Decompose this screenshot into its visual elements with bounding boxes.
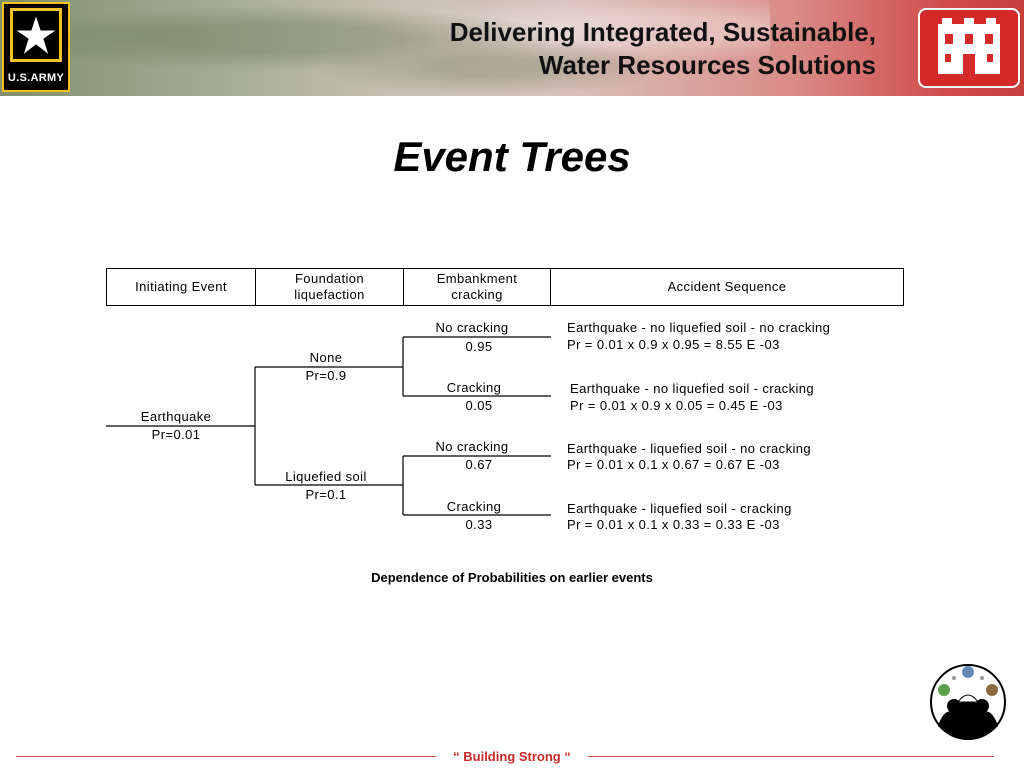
corps-community-logo: [930, 664, 1006, 740]
sequence-2-desc: Earthquake - no liquefied soil - crackin…: [570, 381, 815, 396]
star-icon: [13, 13, 59, 57]
initiating-event-name: Earthquake: [140, 409, 212, 424]
header-title-line1: Delivering Integrated, Sustainable,: [449, 17, 876, 47]
castle-icon: [938, 18, 1000, 74]
header-accident-sequence: Accident Sequence: [667, 279, 787, 294]
embankment-4-name: Cracking: [446, 499, 502, 514]
sequence-4-desc: Earthquake - liquefied soil - cracking: [567, 501, 792, 516]
header-embankment-line1: Embankment: [436, 271, 518, 286]
header-title: Delivering Integrated, Sustainable, Wate…: [356, 16, 876, 82]
initiating-event-prob: Pr=0.01: [151, 427, 201, 442]
foundation-liquefied-name: Liquefied soil: [285, 469, 367, 484]
army-logo-text: U.S.ARMY: [7, 72, 65, 84]
embankment-3-prob: 0.67: [465, 457, 493, 472]
us-army-logo: U.S.ARMY: [2, 2, 70, 92]
header-embankment-line2: cracking: [451, 287, 503, 302]
header-title-line2: Water Resources Solutions: [538, 50, 876, 80]
embankment-1-prob: 0.95: [465, 339, 493, 354]
sequence-4-calc: Pr = 0.01 x 0.1 x 0.33 = 0.33 E -03: [567, 517, 780, 532]
embankment-4-prob: 0.33: [465, 517, 493, 532]
header-foundation-line1: Foundation: [294, 271, 365, 286]
sequence-3-desc: Earthquake - liquefied soil - no crackin…: [567, 441, 812, 456]
embankment-2-name: Cracking: [446, 380, 502, 395]
footer-line-right: [588, 756, 994, 757]
sequence-1-desc: Earthquake - no liquefied soil - no crac…: [567, 320, 831, 335]
world-map-texture: [70, 0, 770, 96]
embankment-3-name: No cracking: [435, 439, 509, 454]
corps-castle-logo: [918, 8, 1020, 88]
header-embankment-cracking: Embankment cracking: [404, 269, 551, 305]
sequence-1-calc: Pr = 0.01 x 0.9 x 0.95 = 8.55 E -03: [567, 337, 780, 352]
foundation-liquefied-prob: Pr=0.1: [305, 487, 347, 502]
foundation-none-prob: Pr=0.9: [305, 368, 347, 383]
footer-line-left: [16, 756, 436, 757]
header-foundation-liquefaction: Foundation liquefaction: [256, 269, 404, 305]
header-foundation-line2: liquefaction: [294, 287, 365, 302]
header-banner: [0, 0, 1024, 96]
foundation-none-name: None: [309, 350, 343, 365]
embankment-1-name: No cracking: [435, 320, 509, 335]
slide-title: Event Trees: [393, 133, 631, 180]
event-tree-header-table: Initiating Event Foundation liquefaction…: [106, 268, 904, 306]
embankment-2-prob: 0.05: [465, 398, 493, 413]
diagram-caption: Dependence of Probabilities on earlier e…: [371, 570, 653, 585]
sequence-2-calc: Pr = 0.01 x 0.9 x 0.05 = 0.45 E -03: [570, 398, 783, 413]
header-initiating-event: Initiating Event: [107, 269, 256, 305]
army-star-box: [10, 8, 62, 62]
sequence-3-calc: Pr = 0.01 x 0.1 x 0.67 = 0.67 E -03: [567, 457, 780, 472]
footer-slogan: “ Building Strong “: [453, 749, 571, 764]
